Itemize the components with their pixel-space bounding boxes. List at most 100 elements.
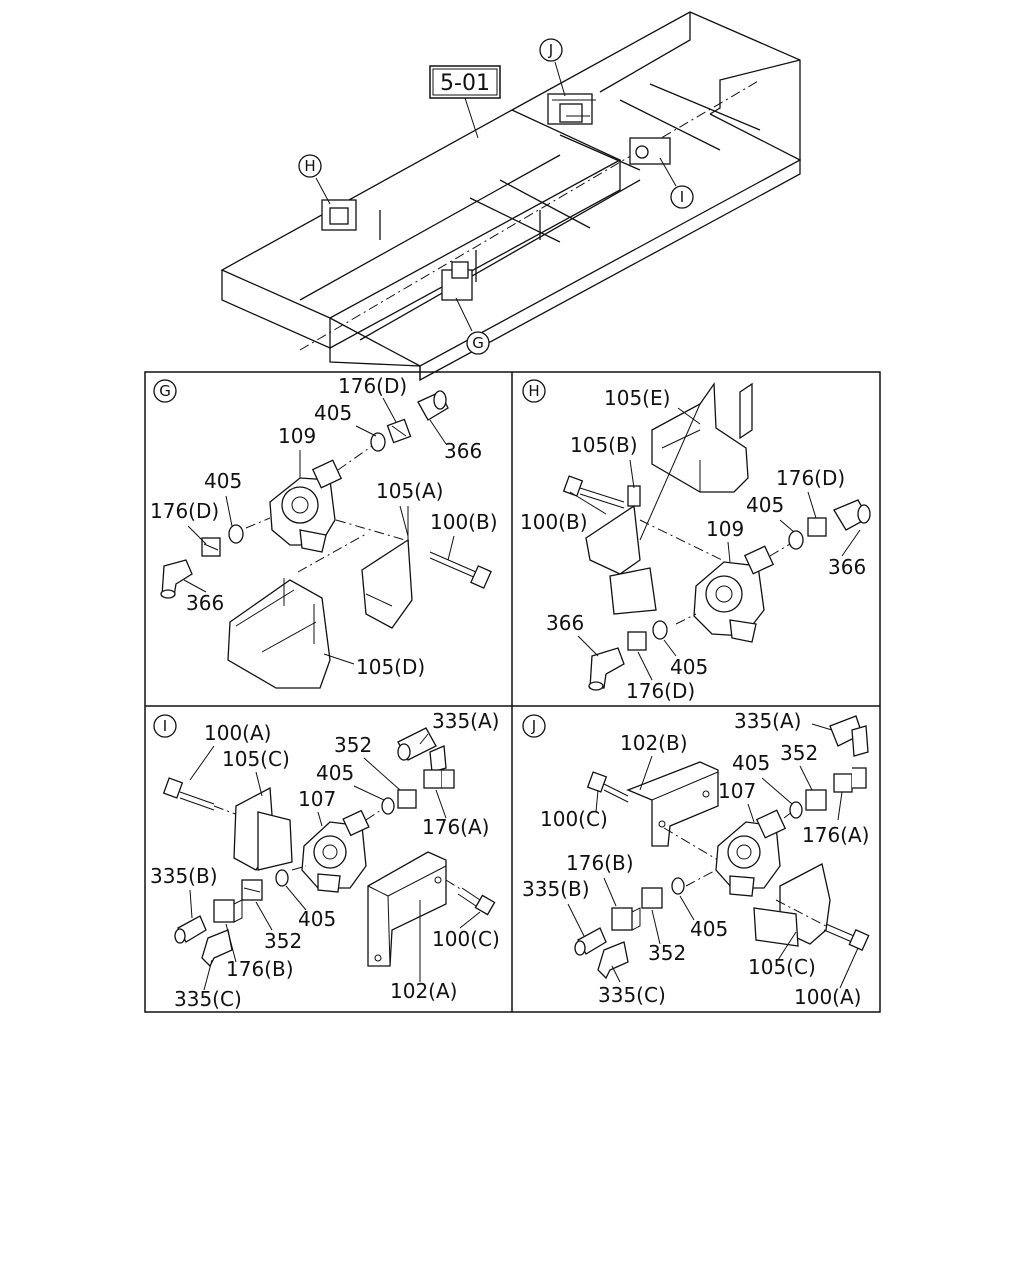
callout-g-label: G xyxy=(472,334,484,352)
fitting-352-j-top xyxy=(805,789,827,811)
panel-j-key: J xyxy=(531,717,536,735)
callout-h: H xyxy=(298,154,331,205)
washer-405-i-bottom xyxy=(275,869,289,887)
washer-405-i-top xyxy=(381,797,395,815)
panel-j: J xyxy=(522,709,870,1009)
callout-j-label: J xyxy=(548,41,553,59)
valve-107-j xyxy=(715,809,787,897)
frame-valve-j xyxy=(547,93,596,125)
panel-g-label-4: 366 xyxy=(444,439,482,463)
panel-j-label-10: 405 xyxy=(690,917,728,941)
bracket-105e xyxy=(651,382,753,493)
panel-g-label-5: 405 xyxy=(204,469,242,493)
panel-j-label-12: 105(C) xyxy=(748,955,816,979)
bracket-105a xyxy=(361,506,413,629)
fitting-176a-i xyxy=(423,769,455,789)
elbow-366-top xyxy=(417,390,449,421)
chassis-frame-overview xyxy=(220,11,802,382)
panel-h-label-3: 100(B) xyxy=(520,510,588,534)
panel-g-label-6: 176(D) xyxy=(150,499,219,523)
panel-i-label-6: 107 xyxy=(298,787,336,811)
fitting-335b-j xyxy=(574,927,607,956)
panel-h-label-8: 366 xyxy=(546,611,584,635)
fitting-176b-i xyxy=(213,899,243,923)
bolt-100c-i xyxy=(457,887,496,916)
panel-g-label-9: 366 xyxy=(186,591,224,615)
panel-i-label-3: 335(A) xyxy=(432,709,499,733)
panel-g: G xyxy=(150,374,498,689)
panel-j-label-8: 176(B) xyxy=(566,851,634,875)
bolt-100b xyxy=(429,551,492,589)
relay-valve-109-h xyxy=(693,545,775,643)
panel-i-label-13: 335(C) xyxy=(174,987,242,1011)
panel-h-key: H xyxy=(528,382,539,400)
panel-h-label-5: 405 xyxy=(746,493,784,517)
panel-j-label-4: 352 xyxy=(780,741,818,765)
frame-valve-i xyxy=(629,137,671,165)
washer-405-left xyxy=(228,524,244,544)
relay-valve-109 xyxy=(269,459,343,553)
frame-valve-g xyxy=(441,261,473,301)
washer-405-h-right xyxy=(788,530,804,550)
frame-valve-h xyxy=(321,199,357,231)
washer-405-h-bottom xyxy=(652,620,668,640)
bolt-100c-j xyxy=(586,771,629,803)
panel-j-label-6: 100(C) xyxy=(540,807,608,831)
panel-j-label-5: 107 xyxy=(718,779,756,803)
frame-reference-label: 5-01 xyxy=(440,71,490,96)
fitting-335a-j xyxy=(829,715,869,757)
fitting-352-j-bottom xyxy=(641,887,663,909)
washer-405-top xyxy=(370,432,386,452)
panel-g-label-7: 105(A) xyxy=(376,479,443,503)
panel-h-label-6: 109 xyxy=(706,517,744,541)
fitting-176b-j xyxy=(611,907,641,931)
panel-i-label-8: 335(B) xyxy=(150,864,218,888)
panel-i-label-4: 352 xyxy=(334,733,372,757)
panel-i-label-9: 352 xyxy=(264,929,302,953)
washer-405-j-bottom xyxy=(671,877,685,895)
panel-i-label-11: 100(C) xyxy=(432,927,500,951)
panel-i-label-5: 405 xyxy=(316,761,354,785)
callout-g: G xyxy=(455,297,490,355)
fitting-176d-top xyxy=(386,418,412,444)
bracket-102a xyxy=(367,851,447,967)
bolt-100b-h xyxy=(562,475,625,509)
bolt-100a xyxy=(162,777,215,811)
bracket-105c-i xyxy=(233,786,293,871)
panel-g-key: G xyxy=(159,382,171,400)
panel-j-label-7: 176(A) xyxy=(802,823,869,847)
panel-j-label-13: 335(C) xyxy=(598,983,666,1007)
panel-h: H xyxy=(520,379,871,703)
panel-i-label-1: 100(A) xyxy=(204,721,271,745)
panel-h-label-2: 105(B) xyxy=(570,433,638,457)
panel-g-label-2: 405 xyxy=(314,401,352,425)
fitting-335a-i xyxy=(397,727,447,773)
panel-i-label-7: 176(A) xyxy=(422,815,489,839)
elbow-366-left xyxy=(160,559,193,599)
callout-i: I xyxy=(659,157,694,209)
fitting-176a-j xyxy=(833,767,867,793)
panel-j-label-1: 102(B) xyxy=(620,731,688,755)
panel-j-label-2: 335(A) xyxy=(734,709,801,733)
bracket-105d xyxy=(227,578,331,689)
washer-405-j-top xyxy=(789,801,803,819)
callout-h-label: H xyxy=(304,157,315,175)
panel-h-label-1: 105(E) xyxy=(604,386,670,410)
panel-h-label-4: 176(D) xyxy=(776,466,845,490)
fitting-352-i-bottom xyxy=(241,879,263,901)
fitting-176d-left xyxy=(201,537,221,557)
panel-g-label-10: 105(D) xyxy=(356,655,425,679)
panel-h-label-10: 176(D) xyxy=(626,679,695,703)
panel-i-label-2: 105(C) xyxy=(222,747,290,771)
bolt-100a-j xyxy=(823,923,870,952)
detail-grid xyxy=(144,371,881,1013)
panel-i-key: I xyxy=(163,717,167,735)
panel-h-label-7: 366 xyxy=(828,555,866,579)
panel-i-label-10: 405 xyxy=(298,907,336,931)
panel-i-label-14: 102(A) xyxy=(390,979,457,1003)
callout-i-label: I xyxy=(680,188,684,206)
fitting-176d-h-right xyxy=(807,517,827,537)
fitting-176d-h-bottom xyxy=(627,631,647,651)
valve-107-i xyxy=(301,809,370,893)
